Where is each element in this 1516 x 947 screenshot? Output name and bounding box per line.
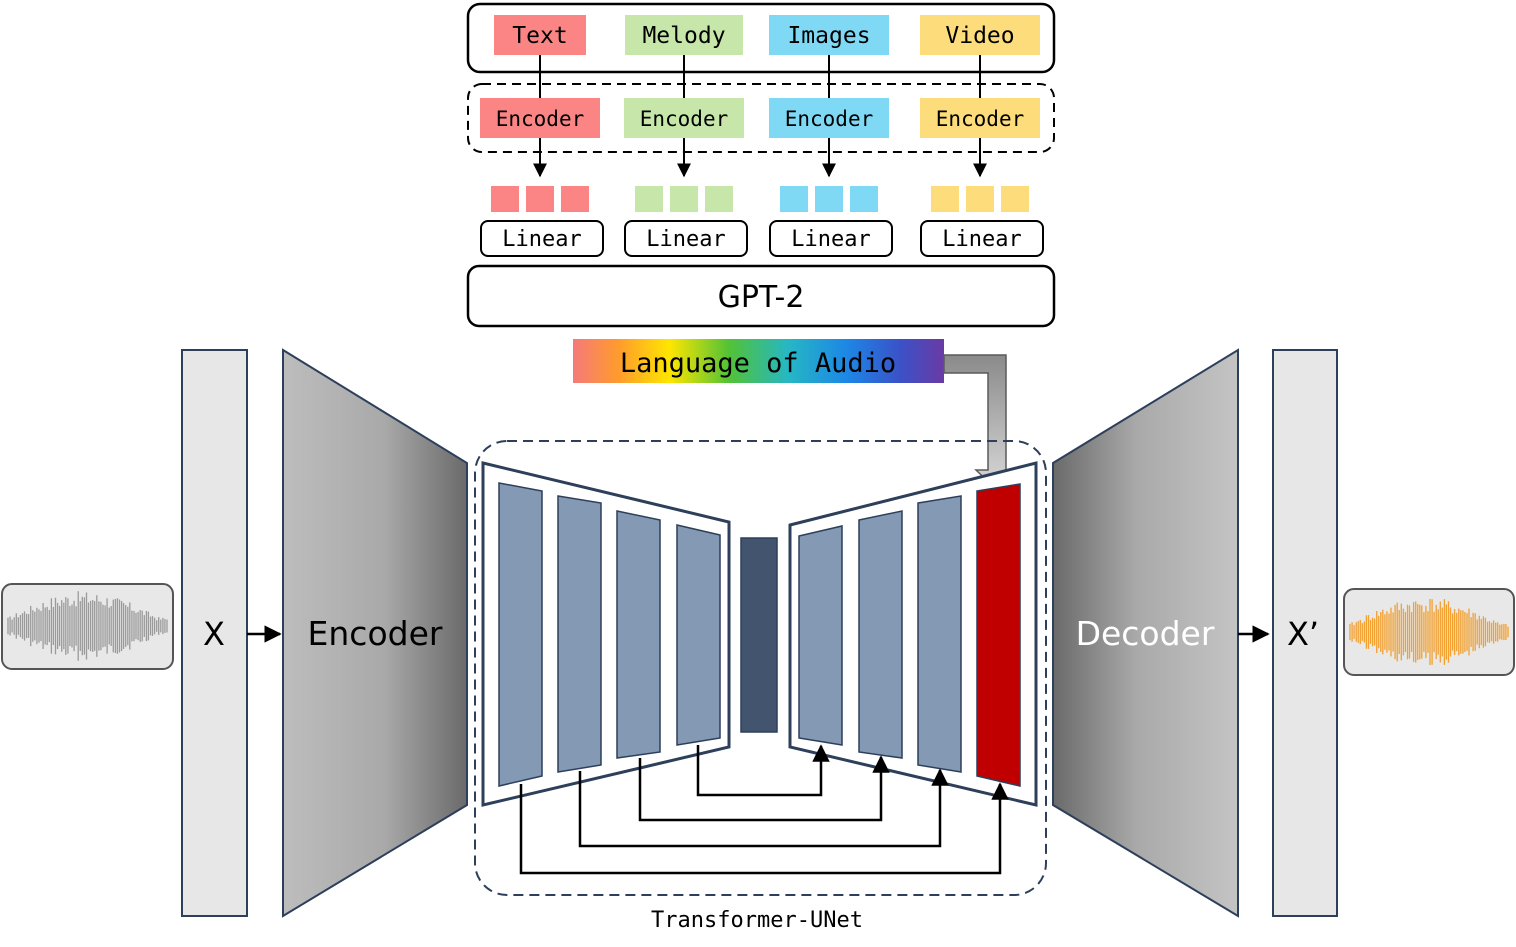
vae-encoder-block: [282, 348, 468, 918]
video-token-3: [1001, 186, 1029, 212]
skip-connection-3: [578, 768, 949, 848]
unet-down-block-3: [616, 510, 661, 759]
transformer-unet-label: Transformer-UNet: [651, 908, 863, 933]
input-x-panel: [181, 349, 248, 917]
gpt2-block: [466, 264, 1056, 328]
text-linear-label: Linear: [502, 227, 581, 252]
images-linear-label: Linear: [791, 227, 870, 252]
melody-token-1: [635, 186, 663, 212]
melody-token-3: [705, 186, 733, 212]
melody-input-label: Melody: [642, 23, 725, 49]
text-linear-box: [480, 220, 604, 257]
unet-up-block-3: [917, 495, 962, 773]
input-waveform: [7, 591, 168, 661]
images-encoder-label: Encoder: [785, 107, 874, 131]
text-encoder-box: [480, 98, 600, 138]
text-token-3: [561, 186, 589, 212]
output-x-prime-panel: [1272, 349, 1338, 917]
modality-encoder-group: [467, 83, 1055, 153]
transformer-unet-group: [474, 440, 1047, 896]
encoder-label: Encoder: [308, 614, 443, 653]
skip-connection-4: [519, 782, 1009, 875]
unet-output-block: [976, 483, 1021, 787]
unet-down-block-4: [676, 524, 721, 746]
skip-connections: [519, 744, 1009, 875]
text-input-label: Text: [512, 23, 567, 49]
video-token-1: [931, 186, 959, 212]
language-of-audio-label: Language of Audio: [620, 348, 896, 379]
text-token-1: [491, 186, 519, 212]
images-token-2: [815, 186, 843, 212]
skip-connection-1: [696, 744, 830, 797]
video-token-2: [966, 186, 994, 212]
melody-linear-box: [624, 220, 748, 257]
skip-connection-2: [638, 755, 890, 822]
images-encoder-box: [769, 98, 889, 138]
unet-up-block-1: [798, 525, 843, 746]
video-linear-box: [920, 220, 1044, 257]
text-input-box: [494, 15, 586, 55]
video-input-label: Video: [945, 23, 1014, 49]
unet-up-path: [788, 461, 1038, 807]
decoder-label: Decoder: [1076, 614, 1215, 653]
unet-down-path: [481, 461, 731, 807]
unet-down-blocks: [498, 482, 721, 787]
images-input-box: [769, 15, 889, 55]
images-input-label: Images: [787, 23, 870, 49]
video-input-box: [920, 15, 1040, 55]
unet-up-block-2: [858, 510, 903, 759]
x-prime-label: X’: [1287, 615, 1319, 653]
melody-input-box: [625, 15, 743, 55]
unet-down-block-2: [557, 495, 602, 773]
language-of-audio-bar: [573, 339, 944, 383]
melody-linear-label: Linear: [646, 227, 725, 252]
images-token-1: [780, 186, 808, 212]
output-waveform-box: [1343, 588, 1515, 676]
gpt2-label: GPT-2: [718, 280, 805, 315]
images-linear-box: [769, 220, 893, 257]
x-label: X: [203, 615, 225, 653]
melody-encoder-box: [624, 98, 744, 138]
images-token-3: [850, 186, 878, 212]
unet-bottleneck-block: [740, 537, 778, 733]
unet-down-block-1: [498, 482, 543, 787]
melody-encoder-label: Encoder: [640, 107, 729, 131]
melody-token-2: [670, 186, 698, 212]
unet-up-blocks: [798, 483, 1021, 787]
modality-input-panel: [466, 2, 1056, 74]
text-token-2: [526, 186, 554, 212]
video-encoder-box: [920, 98, 1040, 138]
input-waveform-box: [1, 583, 174, 670]
text-encoder-label: Encoder: [496, 107, 585, 131]
video-encoder-label: Encoder: [936, 107, 1025, 131]
vae-decoder-block: [1052, 348, 1239, 918]
video-linear-label: Linear: [942, 227, 1021, 252]
output-waveform: [1349, 599, 1509, 665]
